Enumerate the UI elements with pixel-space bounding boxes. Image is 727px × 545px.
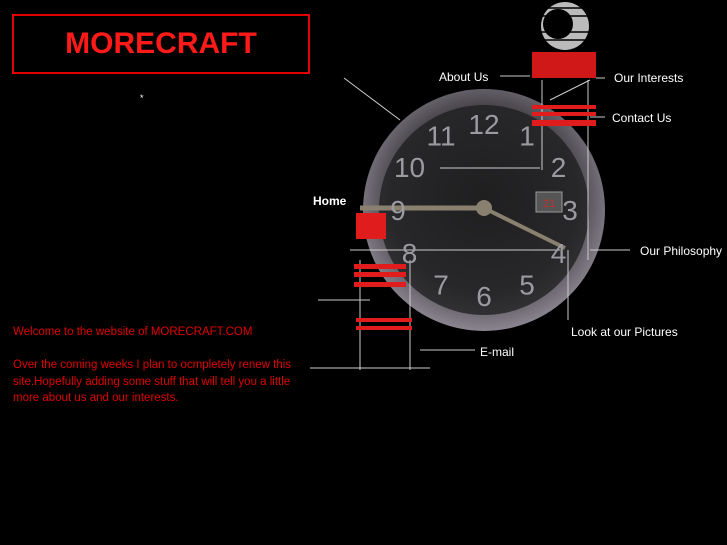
intro-body: Over the coming weeks I plan to ocmplete…	[13, 359, 292, 404]
clock-numeral: 1	[519, 121, 535, 152]
clock-numeral: 11	[426, 121, 455, 152]
clock-numeral: 12	[468, 109, 499, 140]
clock-date: 21	[543, 198, 555, 210]
line-decoration	[310, 75, 630, 370]
nav-contact-us[interactable]: Contact Us	[612, 111, 672, 125]
red-block	[532, 52, 596, 78]
nav-email[interactable]: E-mail	[480, 345, 515, 359]
welcome-text: Welcome to the website of MORECRAFT.COM	[13, 326, 253, 338]
clock-numeral: 2	[551, 152, 567, 183]
site-logo: MORECRAFT	[65, 27, 257, 60]
clock-numeral: 7	[433, 269, 449, 300]
clock-numeral: 8	[402, 238, 418, 269]
clock-numeral: 9	[390, 195, 406, 226]
clock-face: 21	[360, 89, 605, 331]
clock-numeral: 3	[562, 195, 578, 226]
nav-about-us[interactable]: About Us	[439, 70, 489, 84]
nav-our-philosophy[interactable]: Our Philosophy	[640, 244, 723, 258]
clock-numeral: 6	[476, 281, 492, 312]
red-bars	[354, 105, 596, 330]
clock-numeral: 4	[551, 238, 567, 269]
nav-our-interests[interactable]: Our Interests	[614, 71, 684, 85]
sphere-icon	[540, 2, 590, 50]
star-decoration: *	[140, 93, 144, 103]
nav-pictures[interactable]: Look at our Pictures	[571, 325, 678, 339]
clock-numeral: 10	[394, 152, 425, 183]
nav-home[interactable]: Home	[313, 194, 347, 208]
clock-hour-hand	[483, 206, 566, 250]
intro-text: Welcome to the website of MORECRAFT.COM …	[13, 324, 303, 423]
logo-box: MORECRAFT	[12, 14, 310, 74]
clock-numeral: 5	[519, 269, 535, 300]
